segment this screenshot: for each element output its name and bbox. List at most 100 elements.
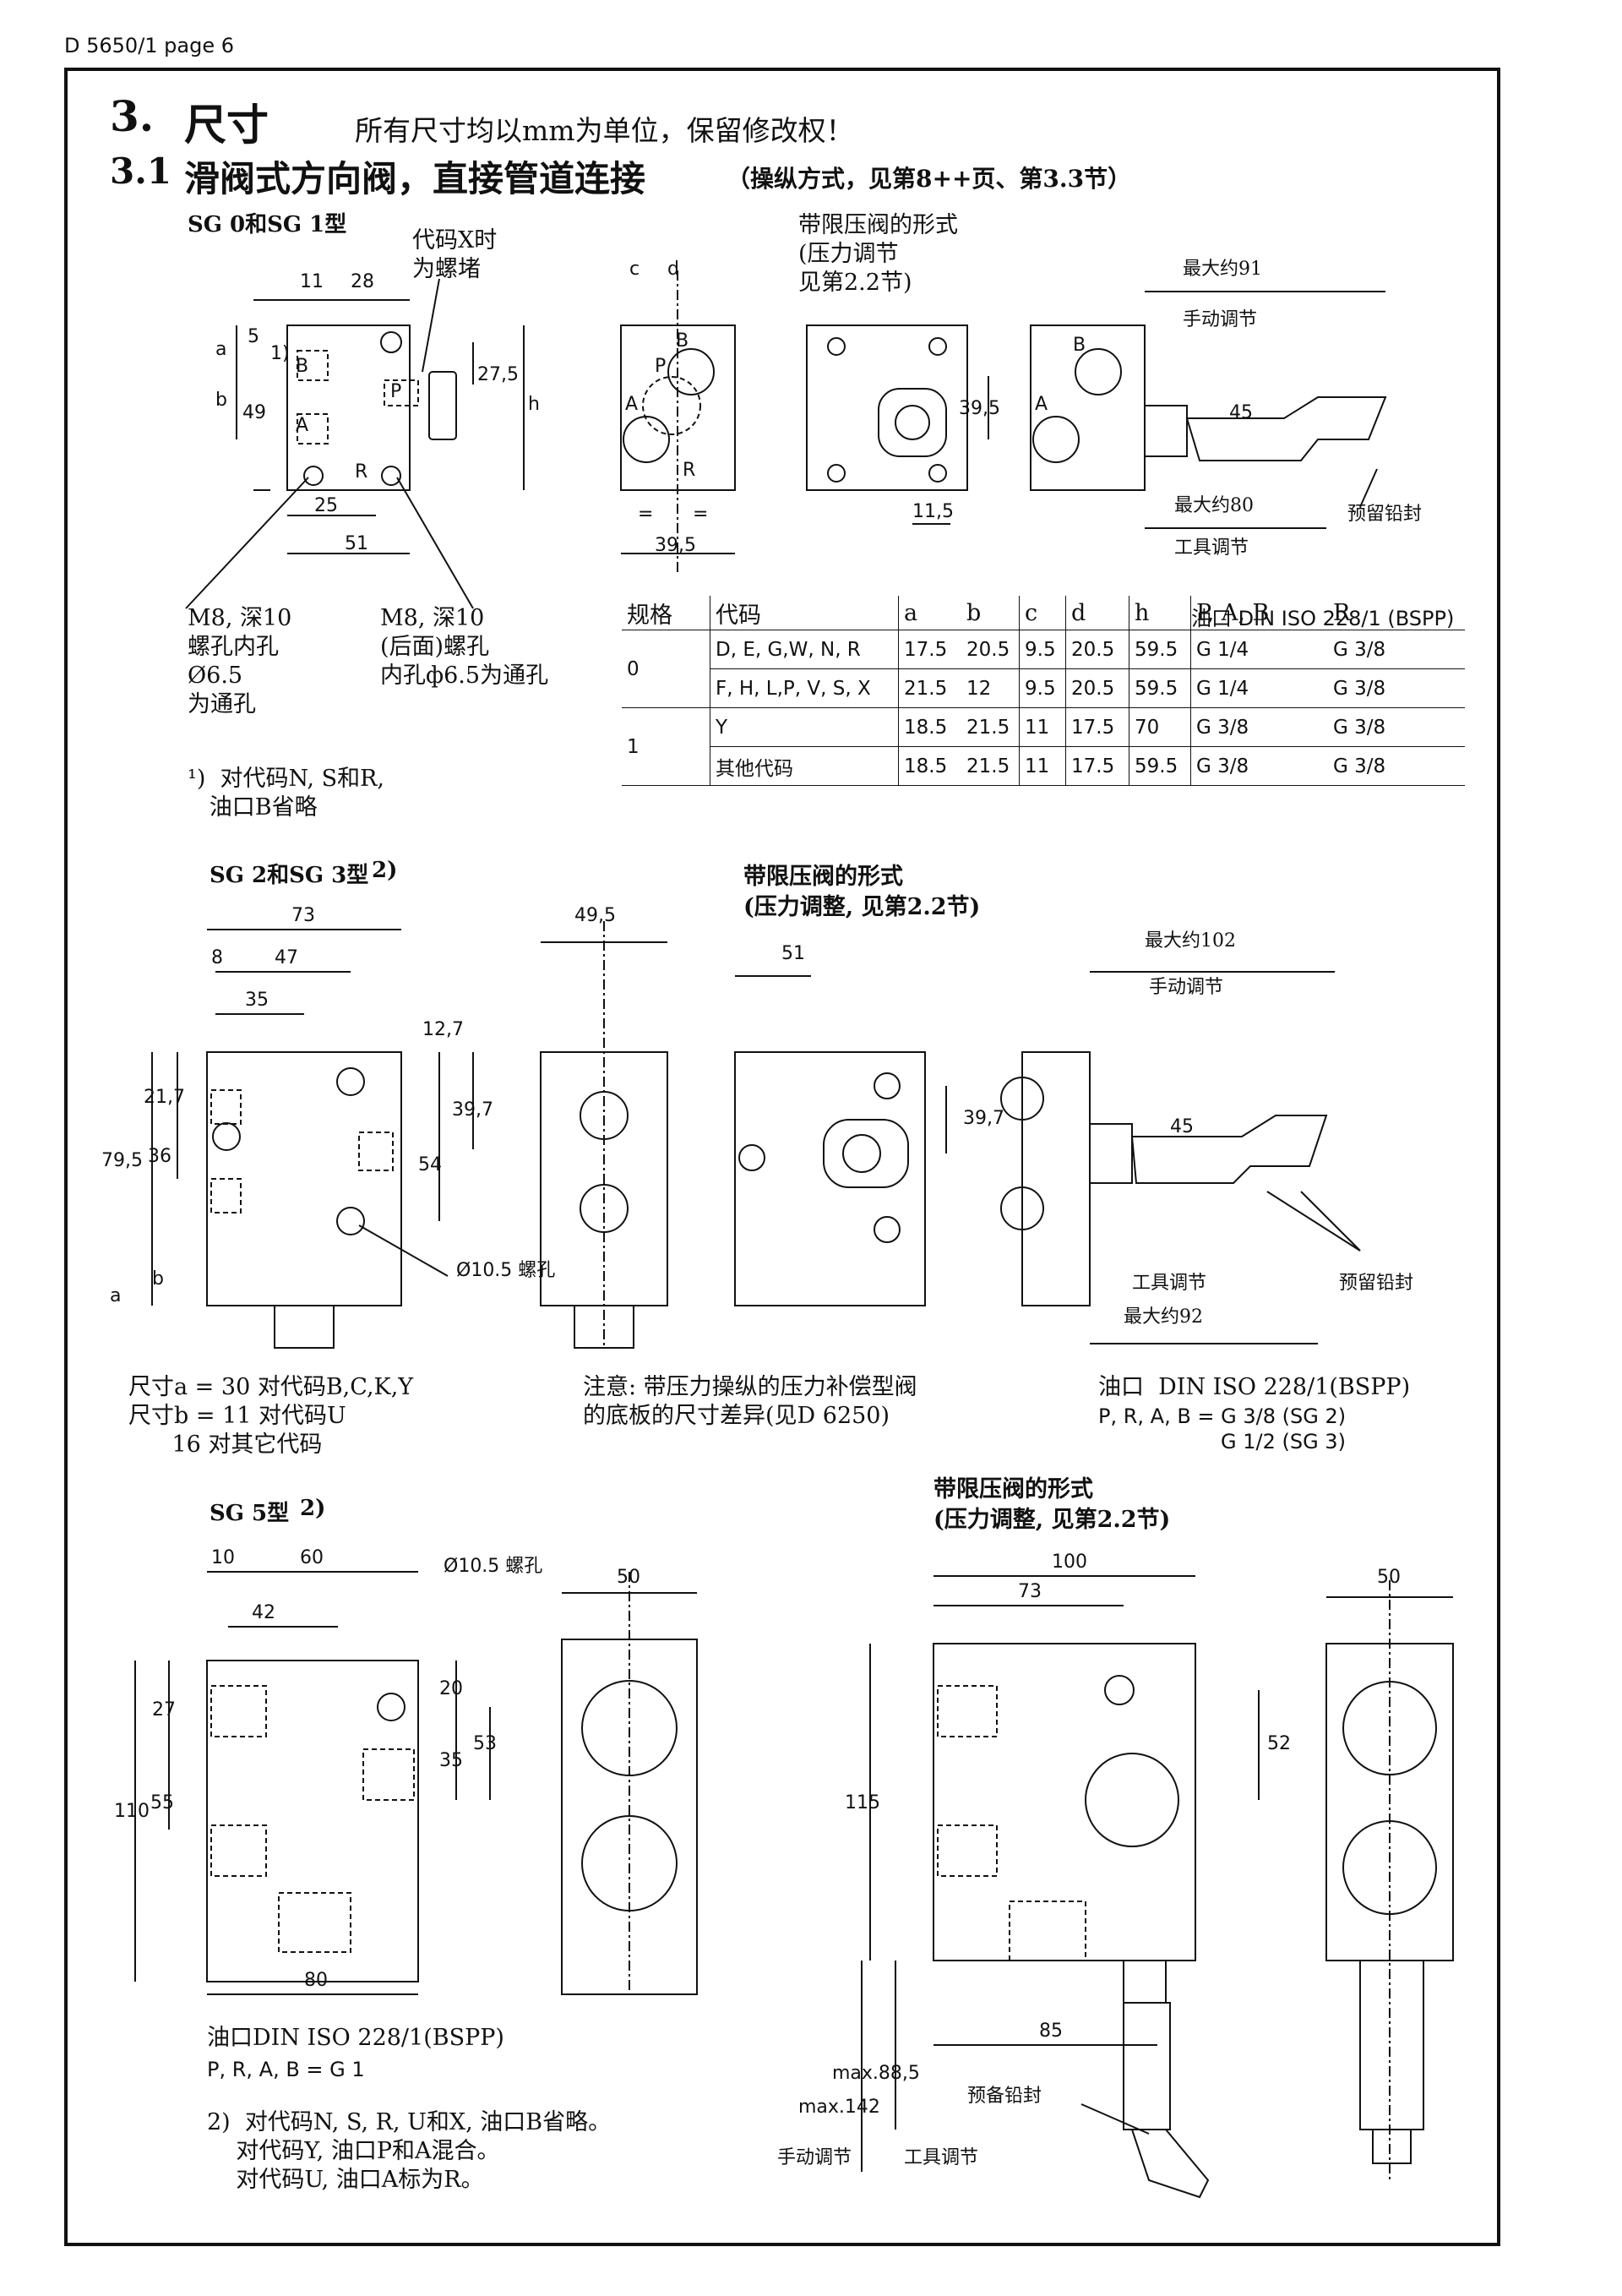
dim-sg23-39-7b: 39,7: [963, 1108, 1004, 1129]
dim-sg01-51: 51: [345, 533, 368, 554]
spec-cell: G 3/8: [1328, 668, 1465, 708]
sg23-relief-body: [734, 1051, 926, 1306]
dim-sg01-27-5: 27,5: [477, 364, 519, 385]
dim-sg23-36: 36: [148, 1146, 171, 1167]
dim-sg01-39-5b: 39,5: [959, 398, 1000, 419]
spec-table-header-row: 规格 代码 a b c d h P, A, B R: [622, 596, 1465, 630]
spec-cell: F, H, L,P, V, S, X: [710, 668, 899, 708]
dim-sg5-42: 42: [252, 1602, 275, 1623]
sg01-footnote: ¹) 对代码N, S和R, 油口B省略: [188, 766, 384, 821]
dim-sg23-49-5: 49,5: [574, 905, 616, 926]
spec-cell: G 1/4: [1190, 630, 1328, 669]
sg23-ports-line2: G 1/2 (SG 3): [1221, 1430, 1346, 1453]
sg01-plug: [428, 371, 457, 440]
dim-sg23-73: 73: [291, 905, 315, 926]
sg23-front-base: [274, 1305, 335, 1349]
sg5-ports-line: P, R, A, B = G 1: [207, 2058, 365, 2081]
spec-cell: 20.5: [961, 630, 1020, 669]
spec-cell: 1: [622, 707, 710, 786]
sg01-relief-note: 带限压阀的形式 (压力调节 见第2.2节): [798, 212, 958, 296]
section-3-title: 尺寸: [184, 100, 269, 150]
spec-cell: 0: [622, 630, 710, 708]
dim-sg5-max88-5: max.88,5: [832, 2063, 920, 2084]
sg01-manual: 手动调节: [1183, 309, 1257, 330]
sg01-relief-flange: [878, 388, 947, 457]
spec-cell: 59.5: [1129, 630, 1191, 669]
dim-sg01-11: 11: [300, 271, 324, 292]
sg01-side-port-b: [667, 348, 715, 395]
sg01-port-a-outline: [297, 413, 329, 444]
sg23-seal: 预留铅封: [1339, 1273, 1413, 1294]
dim-sg23-39-7: 39,7: [452, 1099, 493, 1121]
sg23-ports-line1: P, R, A, B = G 3/8 (SG 2): [1098, 1404, 1347, 1428]
spec-cell: 17.5: [1065, 707, 1129, 747]
dim-sg23-47: 47: [275, 947, 298, 968]
sg01-plug-note: 代码X时 为螺堵: [412, 227, 498, 282]
dim-sg23-35: 35: [245, 990, 269, 1011]
dim-sg01-25: 25: [314, 495, 338, 516]
spec-col-b: b: [961, 596, 1020, 630]
sg23-relief-title: 带限压阀的形式 (压力调整, 见第2.2节): [743, 864, 981, 920]
sg01-handle-a: A: [1035, 394, 1048, 415]
spec-cell: 12: [961, 668, 1020, 708]
spec-col-a: a: [898, 596, 961, 630]
sg01-handle-body: [1030, 324, 1146, 491]
sg23-sup: 2): [372, 858, 398, 883]
dim-sg5-52: 52: [1267, 1733, 1291, 1754]
dim-sg01-a: a: [215, 339, 226, 360]
sg01-port-a: A: [296, 415, 308, 436]
dim-sg5-100: 100: [1052, 1552, 1087, 1573]
sg01-sup1: 1): [270, 343, 290, 364]
sg23-tool: 工具调节: [1132, 1273, 1206, 1294]
dim-sg5-50b: 50: [1377, 1567, 1401, 1588]
table-row: F, H, L,P, V, S, X 21.5 12 9.5 20.5 59.5…: [622, 668, 1465, 708]
dim-sg5-35: 35: [439, 1750, 463, 1771]
dim-sg5-max142: max.142: [798, 2097, 880, 2118]
sg01-hole-top: [380, 331, 402, 353]
sg23-hole-1: Ø10.5 螺孔: [456, 1260, 555, 1281]
dim-sg5-80: 80: [304, 1970, 328, 1991]
sg01-hole-note-2: M8, 深10 (后面)螺孔 内孔ф6.5为通孔: [380, 605, 549, 689]
dim-sg01-11-5: 11,5: [912, 501, 954, 522]
table-row: 其他代码 18.5 21.5 11 17.5 59.5 G 3/8 G 3/8: [622, 746, 1465, 786]
section-3-1-title: 滑阀式方向阀，直接管道连接: [184, 158, 646, 199]
spec-cell: 21.5: [961, 707, 1020, 747]
dim-sg01-b: b: [215, 390, 227, 411]
dim-sg5-55: 55: [150, 1792, 174, 1813]
sg01-port-b: B: [296, 356, 308, 377]
spec-cell: 11: [1019, 707, 1066, 747]
sg01-handle-hub: [1144, 405, 1188, 457]
dim-sg23-b: b: [152, 1268, 164, 1290]
sg01-seal: 预留铅封: [1347, 504, 1422, 525]
dim-sg01-d: d: [667, 259, 679, 280]
dim-sg01-45: 45: [1229, 402, 1253, 423]
spec-cell: 21.5: [898, 668, 961, 708]
dim-sg23-8: 8: [211, 947, 223, 968]
spec-cell: D, E, G,W, N, R: [710, 630, 899, 669]
dim-sg01-49: 49: [242, 402, 266, 423]
sg5-relief-body: [933, 1643, 1196, 1961]
sg01-hole-note-1: M8, 深10 螺孔内孔 Ø6.5 为通孔: [188, 605, 292, 717]
spec-col-c: c: [1019, 596, 1066, 630]
spec-cell: 18.5: [898, 707, 961, 747]
dim-sg01-eq2: =: [693, 504, 708, 525]
sg01-side-r: R: [683, 460, 695, 481]
spec-cell: 70: [1129, 707, 1191, 747]
sg5-tool: 工具调节: [904, 2147, 978, 2168]
dim-sg01-h: h: [528, 394, 540, 415]
spec-cell: 9.5: [1019, 630, 1066, 669]
sg01-max91: 最大约91: [1183, 259, 1262, 280]
spec-cell: 其他代码: [710, 746, 899, 786]
dim-sg23-51: 51: [781, 943, 805, 964]
sg01-port-r: R: [355, 461, 367, 483]
table-row: 1 Y 18.5 21.5 11 17.5 70 G 3/8 G 3/8: [622, 707, 1465, 786]
dim-sg23-12-7: 12,7: [422, 1019, 464, 1040]
spec-cell: 21.5: [961, 746, 1020, 786]
dim-sg01-5: 5: [248, 326, 259, 347]
spec-cell: G 3/8: [1190, 707, 1328, 747]
spec-table: 规格 代码 a b c d h P, A, B R 0 D, E, G,W, N…: [622, 596, 1465, 786]
sg01-handle-b: B: [1073, 335, 1086, 356]
spec-cell: 18.5: [898, 746, 961, 786]
sg23-handle-body: [1021, 1051, 1091, 1306]
